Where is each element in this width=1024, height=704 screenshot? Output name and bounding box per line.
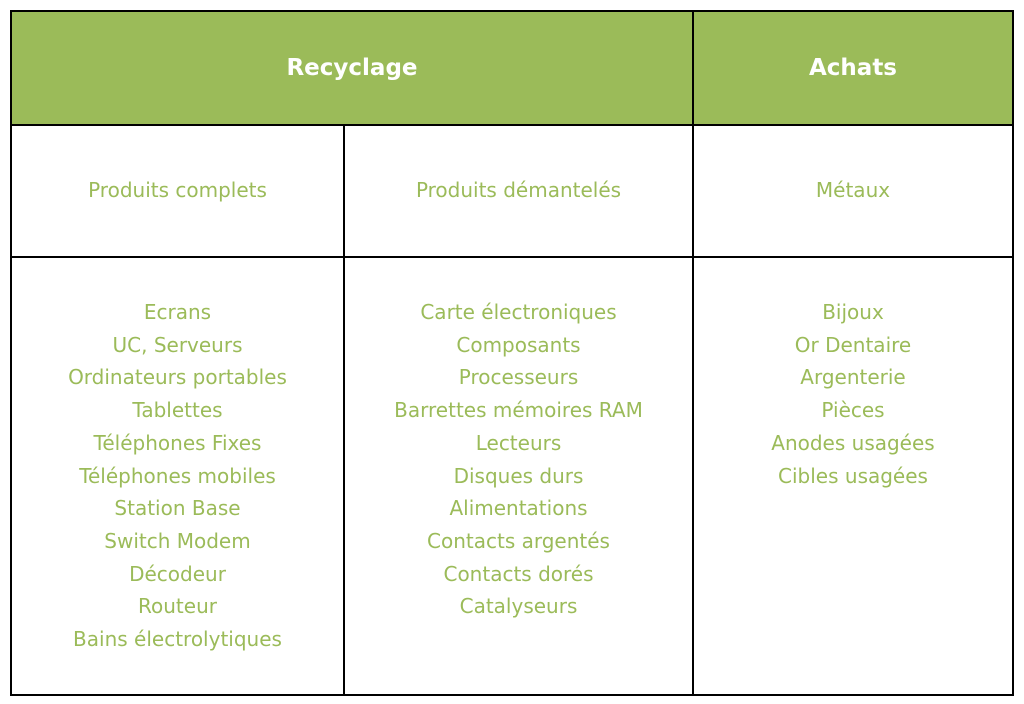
metaux-item: Or Dentaire <box>794 332 912 357</box>
produits-complets-item: Téléphones mobiles <box>79 463 276 488</box>
produits-demanteles-item: Barrettes mémoires RAM <box>394 398 643 423</box>
produits-demanteles-item: Contacts dorés <box>443 561 594 586</box>
header-recyclage-cell: Recyclage <box>12 12 692 124</box>
subheader-divider-line <box>10 256 1014 258</box>
produits-demanteles-item: Composants <box>456 332 581 357</box>
produits-demanteles-item: Catalyseurs <box>459 594 578 619</box>
produits-complets-item: Switch Modem <box>104 528 251 553</box>
produits-demanteles-item: Disques durs <box>453 463 584 488</box>
produits-complets-item: Ordinateurs portables <box>68 365 287 390</box>
subheader-produits-demanteles-cell: Produits démantelés <box>345 126 692 256</box>
produits-demanteles-item: Processeurs <box>458 365 579 390</box>
produits-demanteles-item: Lecteurs <box>475 430 562 455</box>
produits-complets-item: Décodeur <box>129 561 226 586</box>
metaux-item: Bijoux <box>822 300 884 324</box>
produits-demanteles-item: Contacts argentés <box>427 528 610 553</box>
produits-complets-item: UC, Serveurs <box>112 332 243 357</box>
subheader-produits-complets-cell: Produits complets <box>12 126 343 256</box>
metaux-item: Anodes usagées <box>771 430 935 455</box>
recyclage-achats-divider-line <box>692 10 694 696</box>
subheader-metaux-cell: Métaux <box>694 126 1012 256</box>
header-recyclage-label: Recyclage <box>286 55 418 81</box>
header-divider-line <box>10 124 1014 126</box>
produits-demanteles-item: Alimentations <box>449 496 588 521</box>
metaux-item: Cibles usagées <box>778 463 928 488</box>
produits-complets-item: Bains électrolytiques <box>73 627 282 652</box>
category-table <box>10 10 1014 696</box>
header-achats-label: Achats <box>808 55 897 81</box>
produits-complets-item: Ecrans <box>143 300 212 324</box>
complets-demanteles-divider-line <box>343 124 345 696</box>
produits-complets-item: Station Base <box>114 496 241 521</box>
subheader-metaux-label: Métaux <box>815 178 891 202</box>
subheader-produits-demanteles-label: Produits démantelés <box>415 178 622 202</box>
header-achats-cell: Achats <box>694 12 1012 124</box>
subheader-produits-complets-label: Produits complets <box>88 178 267 202</box>
metaux-item: Argenterie <box>800 365 906 390</box>
produits-complets-item: Routeur <box>138 594 217 619</box>
produits-demanteles-item: Carte électroniques <box>420 300 617 324</box>
produits-complets-item: Tablettes <box>132 398 223 423</box>
metaux-item: Pièces <box>821 398 885 423</box>
produits-complets-item: Téléphones Fixes <box>93 430 262 455</box>
